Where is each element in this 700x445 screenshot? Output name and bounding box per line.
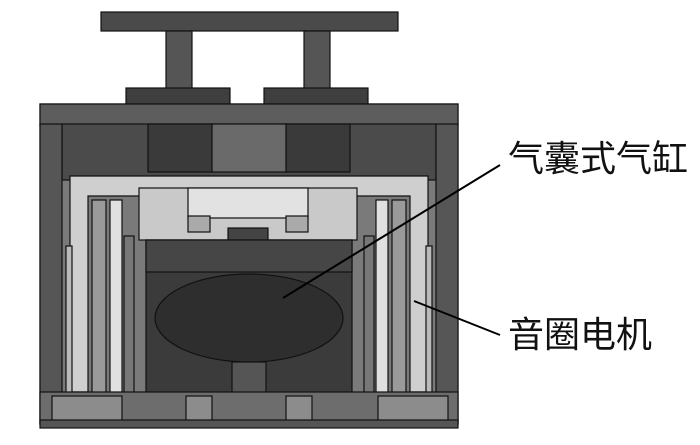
left-wall: [39, 123, 63, 425]
right-clamp: [285, 215, 309, 233]
right-foot: [377, 395, 449, 423]
housing-top: [39, 103, 459, 127]
left-column-a: [91, 199, 107, 397]
right-flange: [263, 87, 369, 107]
top-plate: [100, 11, 399, 32]
left-shaft: [165, 30, 193, 94]
voice-coil-motor-label: 音圈电机: [508, 315, 653, 356]
left-column-b: [109, 199, 123, 397]
right-thin-rod: [425, 245, 433, 397]
right-column-c: [363, 235, 375, 397]
plate-slot: [187, 187, 309, 219]
middle-block: [211, 123, 287, 173]
bottom-lip: [39, 419, 459, 429]
right-wall: [435, 123, 459, 425]
right-column-b: [375, 199, 389, 397]
right-shaft: [303, 30, 331, 94]
leader-line-cylinder: [282, 164, 501, 299]
left-foot: [51, 395, 123, 423]
left-bushing: [147, 123, 213, 173]
left-clamp: [187, 215, 211, 233]
airbag-cylinder-label: 气囊式气缸: [508, 139, 689, 180]
right-bushing: [285, 123, 351, 173]
block-top-band: [145, 239, 353, 273]
airbag: [154, 273, 344, 363]
left-thin-rod: [65, 245, 73, 397]
left-column-c: [123, 235, 135, 397]
mid-foot-right: [285, 395, 313, 423]
mid-foot-left: [185, 395, 213, 423]
left-flange: [125, 87, 231, 107]
leader-line-motor: [413, 300, 501, 336]
